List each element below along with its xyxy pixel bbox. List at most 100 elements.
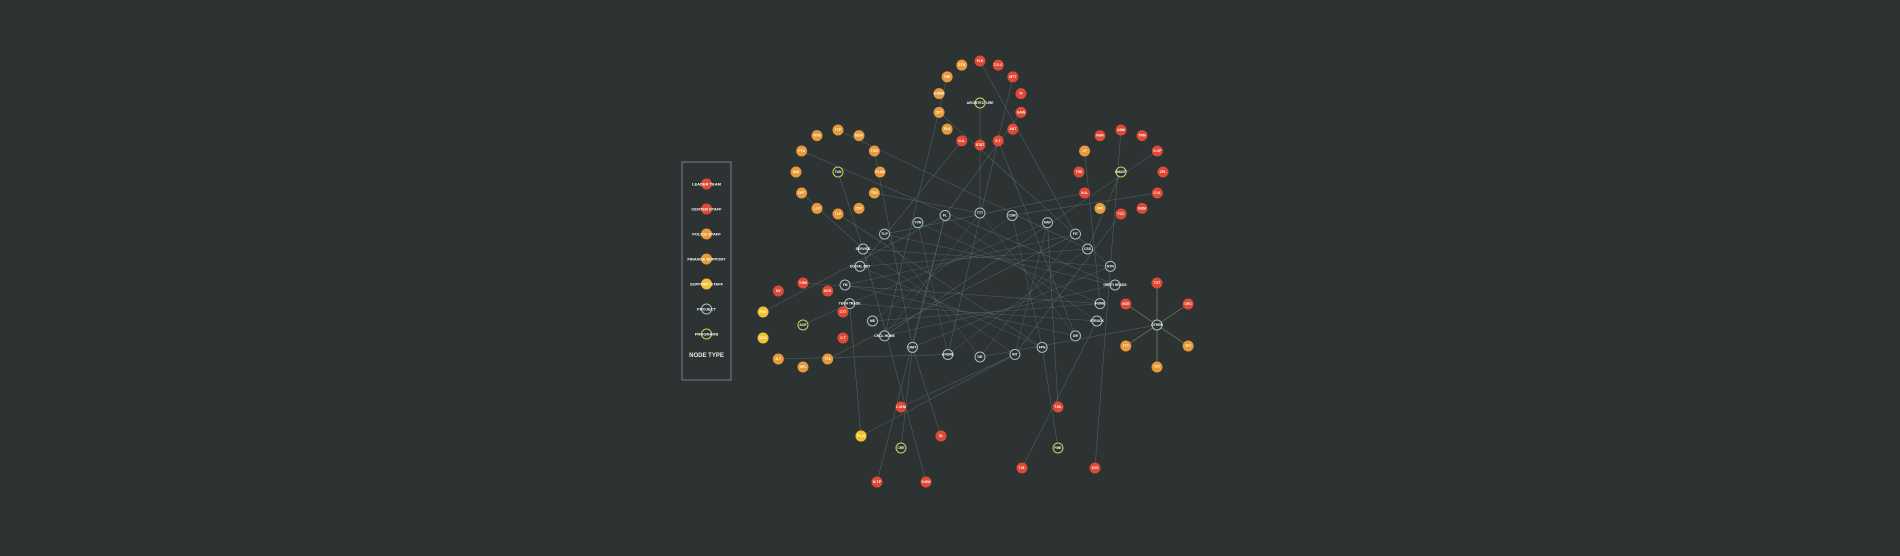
left-cluster-node[interactable]: TDS: [868, 187, 880, 199]
right-cluster-node[interactable]: S.OP: [1151, 145, 1163, 157]
ring-project-node[interactable]: FL: [939, 209, 951, 221]
right-cluster-node[interactable]: ANM: [1115, 124, 1127, 136]
bottom-node[interactable]: SVS: [1089, 462, 1101, 474]
left-cluster-node[interactable]: DPT: [796, 187, 808, 199]
ring-project-node[interactable]: SOCIAL NET: [850, 260, 871, 272]
ring-project-node[interactable]: TECH TRADE: [839, 298, 862, 310]
lowleft-cluster-node[interactable]: C.T: [837, 332, 849, 344]
east-cluster-node[interactable]: CRC: [1182, 298, 1194, 310]
ring-project-node[interactable]: UNIT: [907, 341, 918, 353]
lowleft-cluster-node[interactable]: CTT: [837, 306, 849, 318]
top-cluster-node[interactable]: S.T.: [992, 135, 1004, 147]
left-cluster-node[interactable]: TLP: [832, 208, 844, 220]
bottom-node[interactable]: PL.N: [855, 430, 867, 442]
left-cluster-node[interactable]: MIA: [790, 166, 802, 178]
ring-project-node[interactable]: YVN: [912, 217, 924, 229]
top-cluster-node[interactable]: CPT: [933, 106, 945, 118]
top-cluster-node[interactable]: STAT: [974, 139, 986, 151]
lowleft-cluster-node[interactable]: NV: [772, 285, 784, 297]
left-cluster-node[interactable]: MGR: [853, 130, 865, 142]
right-cluster-node[interactable]: TCC: [1115, 208, 1127, 220]
hub-node[interactable]: SMART: [1115, 166, 1128, 178]
east-cluster-node[interactable]: TTT: [1120, 340, 1132, 352]
top-cluster-node[interactable]: ANT: [1007, 123, 1019, 135]
hub-node[interactable]: TAN: [832, 166, 844, 178]
ring-project-node[interactable]: FPN: [1036, 341, 1048, 353]
left-cluster-node[interactable]: NTN: [811, 130, 823, 142]
east-cluster-node[interactable]: TFT: [1182, 340, 1194, 352]
ring-project-node[interactable]: NAV: [1042, 217, 1053, 229]
top-cluster-node[interactable]: MTT: [1007, 71, 1019, 83]
bottom-node[interactable]: N.T.P: [871, 476, 883, 488]
bottom-node[interactable]: T.M.: [1016, 462, 1028, 474]
bottom-node[interactable]: S.NW: [920, 476, 932, 488]
east-cluster-node-label: NCE: [1122, 302, 1130, 306]
top-cluster-node[interactable]: PLE: [974, 55, 986, 67]
lowleft-cluster-node[interactable]: POS: [757, 306, 769, 318]
east-cluster-node[interactable]: TST: [1151, 277, 1163, 289]
ring-project-node[interactable]: INT: [1009, 349, 1021, 361]
top-cluster-node[interactable]: THE: [941, 71, 953, 83]
hub-node[interactable]: ACE: [797, 319, 809, 331]
legend-item: SUPPORT STAFF: [690, 278, 724, 290]
ring-project-node[interactable]: TTT: [974, 207, 986, 219]
ring-project-node[interactable]: SERVICE: [856, 243, 872, 255]
ring-project-node[interactable]: TLP: [879, 228, 891, 240]
hub-node[interactable]: ARCHITECTURE: [967, 97, 994, 109]
ring-project-node[interactable]: STRUCK: [1090, 315, 1105, 327]
left-cluster-node-label: PLAN: [875, 170, 885, 174]
lowleft-cluster-node[interactable]: GPL: [797, 361, 809, 373]
ring-project-node[interactable]: ME: [866, 315, 878, 327]
right-cluster-node[interactable]: NGR: [1094, 130, 1106, 142]
right-cluster-node[interactable]: I.P: [1079, 145, 1091, 157]
ring-project-node[interactable]: HUNE: [1094, 298, 1106, 310]
right-cluster-node[interactable]: N.A.: [1079, 187, 1091, 199]
lowleft-cluster-node[interactable]: DCS: [757, 332, 769, 344]
left-cluster-node[interactable]: TTP: [832, 124, 844, 136]
left-cluster-node[interactable]: CNT: [853, 202, 865, 214]
ring-project-node[interactable]: FIT: [1069, 228, 1081, 240]
left-cluster-node-circle: [790, 166, 802, 178]
ring-project-node[interactable]: CNCL HOME: [874, 330, 896, 342]
right-cluster-node[interactable]: CPL: [1157, 166, 1169, 178]
hub-node[interactable]: OTHER: [1151, 319, 1163, 331]
top-cluster-node[interactable]: FLA: [941, 123, 953, 135]
ring-project-node-label: UNIT: [909, 345, 918, 349]
top-cluster-node[interactable]: T.O.C: [992, 59, 1004, 71]
ring-project-node[interactable]: CSR: [1006, 209, 1018, 221]
top-cluster-node[interactable]: GAIN: [1015, 106, 1027, 118]
ring-project-node[interactable]: DR: [974, 351, 986, 363]
top-cluster-node[interactable]: STB: [956, 59, 968, 71]
edge: [862, 248, 927, 483]
ring-project-node[interactable]: GRNTI HEADS: [1103, 279, 1127, 291]
hub-node[interactable]: CRE: [895, 442, 907, 454]
ring-project-node[interactable]: CSS: [1082, 243, 1094, 255]
east-cluster-node[interactable]: NCE: [1120, 298, 1132, 310]
bottom-node[interactable]: L.M.M: [895, 401, 907, 413]
legend-title: NODE TYPE: [689, 353, 724, 359]
hub-node[interactable]: FME: [1052, 442, 1064, 454]
top-cluster-node[interactable]: S.MGR: [933, 88, 945, 100]
ring-project-node[interactable]: NTN: [1104, 260, 1116, 272]
east-cluster-node[interactable]: TFT: [1151, 361, 1163, 373]
left-cluster-node[interactable]: PLAN: [874, 166, 886, 178]
right-cluster-node[interactable]: NUM: [1136, 202, 1148, 214]
right-cluster-node[interactable]: FRI: [1094, 202, 1106, 214]
lowleft-cluster-node[interactable]: N.T: [772, 353, 784, 365]
bottom-node[interactable]: T.ML: [1052, 401, 1064, 413]
top-cluster-node[interactable]: FI: [1015, 88, 1027, 100]
lowleft-cluster-node[interactable]: TTA: [822, 353, 834, 365]
ring-project-node[interactable]: ANSRE: [942, 349, 955, 361]
top-cluster-node[interactable]: N.A.: [956, 135, 968, 147]
ring-project-node[interactable]: DR: [1069, 330, 1081, 342]
right-cluster-node[interactable]: C.N.: [1151, 187, 1163, 199]
left-cluster-node[interactable]: LLP: [811, 202, 823, 214]
ring-project-node[interactable]: TM: [839, 279, 851, 291]
right-cluster-node[interactable]: TRM: [1136, 130, 1148, 142]
lowleft-cluster-node[interactable]: T.RM: [797, 277, 809, 289]
lowleft-cluster-node[interactable]: NCS: [822, 285, 834, 297]
left-cluster-node[interactable]: TGR: [868, 145, 880, 157]
bottom-node[interactable]: SL: [935, 430, 947, 442]
left-cluster-node[interactable]: PTA: [796, 145, 808, 157]
right-cluster-node[interactable]: TRE: [1073, 166, 1085, 178]
